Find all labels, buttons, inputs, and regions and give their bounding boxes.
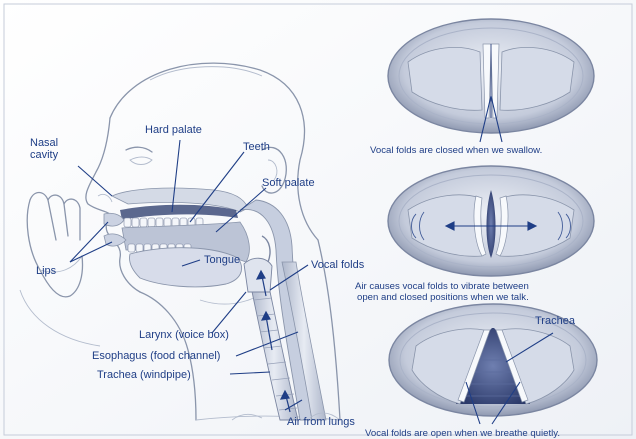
- label-soft-palate: Soft palate: [262, 177, 315, 189]
- label-lips: Lips: [36, 265, 57, 277]
- caption-open: Vocal folds are open when we breathe qui…: [365, 428, 560, 439]
- label-teeth: Teeth: [243, 141, 270, 153]
- label-trachea-inset: Trachea: [535, 315, 576, 327]
- caption-vibrate-line1: Air causes vocal folds to vibrate betwee…: [355, 281, 529, 292]
- inset-folds-vibrating: [388, 166, 594, 276]
- caption-closed: Vocal folds are closed when we swallow.: [370, 145, 542, 156]
- label-hard-palate: Hard palate: [145, 124, 202, 136]
- caption-vibrate-line2: open and closed positions when we talk.: [357, 292, 529, 303]
- label-trachea: Trachea (windpipe): [97, 369, 191, 381]
- label-esophagus: Esophagus (food channel): [92, 350, 220, 362]
- inset-folds-closed: [388, 19, 594, 133]
- label-vocal-folds: Vocal folds: [311, 259, 365, 271]
- label-nasal-cavity-line1: Nasal: [30, 137, 58, 149]
- label-larynx: Larynx (voice box): [139, 329, 229, 341]
- label-air-from-lungs: Air from lungs: [287, 416, 355, 428]
- label-nasal-cavity-line2: cavity: [30, 149, 59, 161]
- label-tongue: Tongue: [204, 254, 240, 266]
